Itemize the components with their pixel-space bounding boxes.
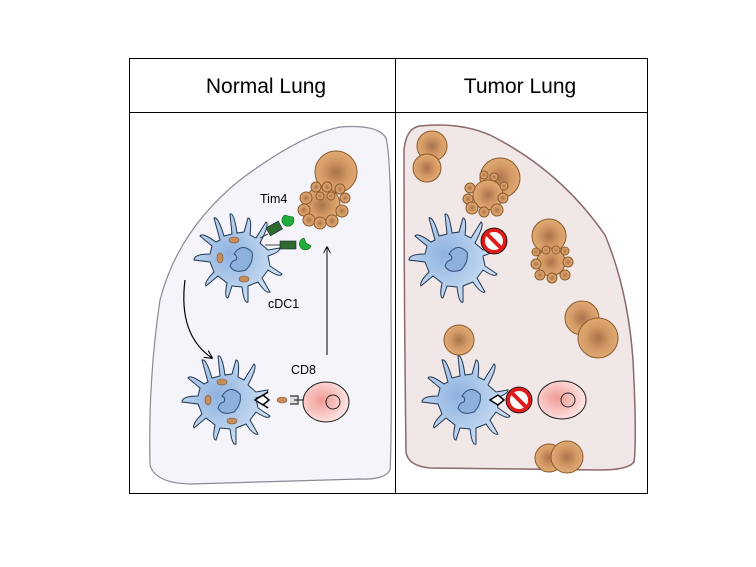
cd8-label: CD8 (291, 363, 316, 377)
cd8-t-cell-icon (302, 381, 350, 423)
tumor-lung-panel (403, 124, 637, 474)
tumor-lung-title: Tumor Lung (464, 75, 576, 98)
mhc-icon (488, 394, 506, 406)
mhc-antigen-presentation-icon (253, 391, 304, 409)
blocked-icon (479, 226, 509, 256)
cdc1-label: cDC1 (268, 297, 299, 311)
normal-lung-panel: Tim4 cDC1 CD8 (149, 125, 392, 485)
migration-arrow (183, 279, 212, 358)
tim4-label: Tim4 (260, 192, 287, 206)
normal-lung-title: Normal Lung (206, 75, 326, 98)
blocked-icon (504, 385, 534, 415)
tim4-receptor-icon (259, 214, 312, 251)
tumor-nodules (412, 130, 619, 474)
tumor-cluster (297, 150, 358, 230)
cd8-t-cell-icon (537, 380, 587, 420)
table-frame (129, 58, 648, 494)
